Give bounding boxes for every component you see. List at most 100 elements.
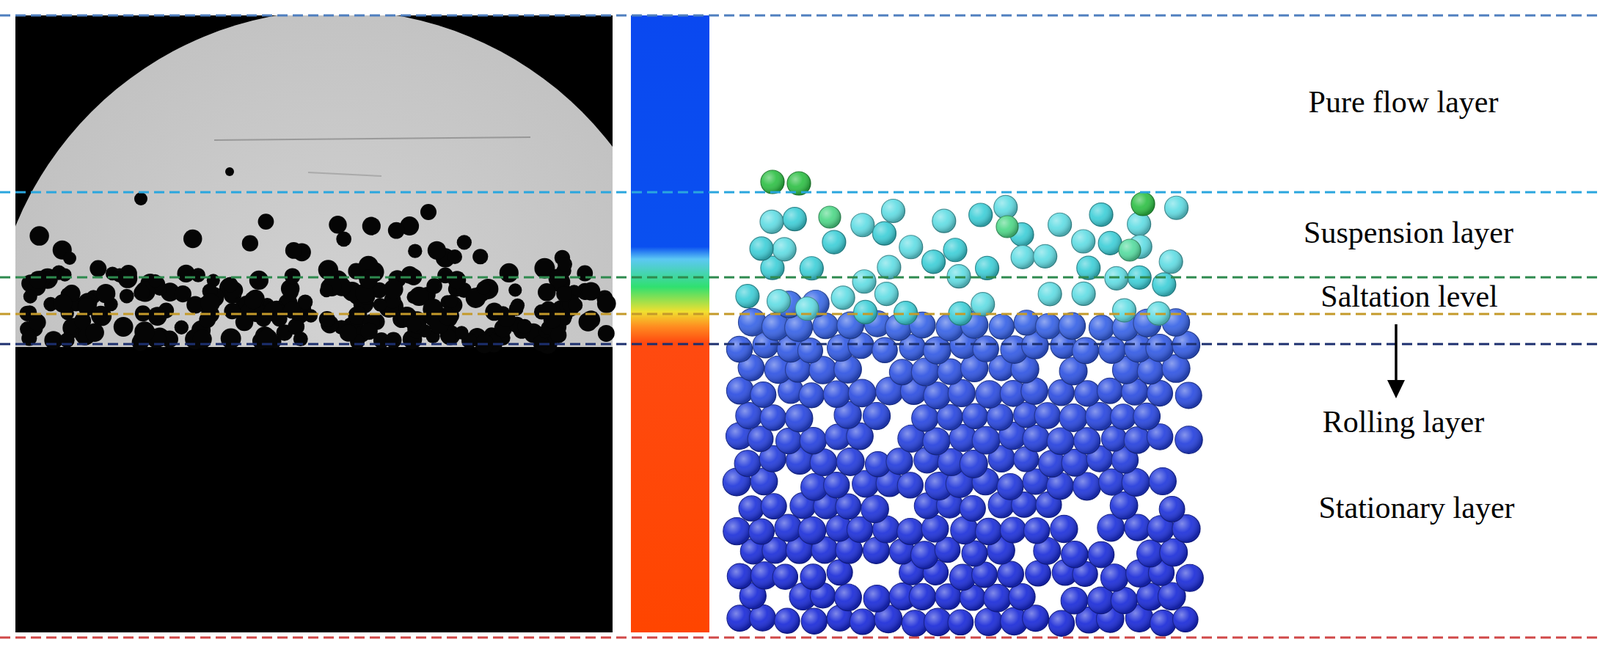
sphere-particle — [1101, 564, 1129, 592]
particle-shadow — [385, 331, 402, 348]
sphere-particle — [1076, 256, 1101, 280]
sphere-shading — [735, 284, 760, 309]
sphere-shading — [1061, 541, 1088, 568]
particle-shadow — [420, 203, 437, 221]
sphere-shading — [1071, 229, 1096, 254]
particle-shadow — [257, 328, 278, 349]
sphere-particle — [922, 427, 951, 455]
sphere-shading — [772, 564, 798, 590]
particle-shadow — [134, 192, 148, 206]
sphere-particle — [853, 300, 878, 324]
sphere-body — [772, 237, 796, 262]
particle-shadow — [190, 267, 206, 283]
sphere-body — [1072, 337, 1099, 364]
sphere-particle — [1073, 472, 1102, 501]
sphere-particle — [795, 297, 819, 321]
sphere-particle — [874, 282, 898, 306]
sphere-shading — [1159, 496, 1185, 523]
particle-shadow — [457, 234, 472, 250]
sphere-particle — [1060, 587, 1088, 615]
sphere-body — [1048, 212, 1072, 237]
sphere-particle — [797, 338, 823, 364]
sphere-shading — [1072, 337, 1099, 364]
sphere-particle — [1034, 402, 1061, 429]
sphere-body — [943, 238, 967, 262]
sphere-shading — [800, 564, 827, 590]
particle-shadow — [134, 321, 155, 342]
sphere-shading — [999, 517, 1026, 543]
sphere-body — [795, 297, 819, 321]
sphere-shading — [836, 448, 865, 477]
sphere-body — [908, 583, 936, 610]
sphere-body — [1159, 538, 1188, 567]
particle-shadow — [119, 289, 135, 304]
sphere-body — [1050, 514, 1078, 543]
sphere-shading — [798, 382, 824, 408]
sphere-shading — [760, 170, 785, 194]
direction-arrow — [1394, 324, 1398, 383]
sphere-body — [1048, 610, 1075, 637]
particle-shadow — [183, 229, 202, 248]
particle-shadow — [29, 225, 49, 246]
sphere-particle — [1071, 281, 1096, 306]
layer-boundary — [0, 636, 1600, 639]
sphere-body — [975, 380, 1003, 408]
particle-shadow — [174, 320, 189, 335]
sphere-shading — [1038, 282, 1062, 306]
sphere-particle — [1059, 404, 1088, 433]
sphere-particle — [1010, 245, 1035, 269]
sphere-particle — [726, 377, 754, 405]
sphere-shading — [723, 517, 751, 546]
sphere-body — [1159, 496, 1185, 523]
sphere-particle — [908, 583, 936, 610]
particle-shadow — [444, 294, 458, 309]
sphere-shading — [874, 282, 898, 306]
sphere-body — [899, 235, 923, 259]
sphere-body — [924, 608, 953, 637]
sphere-body — [723, 517, 751, 546]
sphere-body — [1164, 195, 1189, 220]
sphere-body — [1024, 517, 1050, 544]
sphere-shading — [943, 238, 967, 262]
sphere-shading — [1085, 402, 1114, 431]
sphere-body — [760, 404, 786, 431]
particle-shadow — [517, 319, 532, 334]
sphere-particle — [726, 335, 752, 362]
sphere-shading — [749, 236, 774, 261]
sphere-shading — [872, 221, 896, 246]
layer-boundary — [0, 343, 1600, 346]
sphere-shading — [863, 402, 891, 430]
sphere-body — [1101, 564, 1129, 592]
particle-shadow — [427, 241, 447, 260]
sphere-particle — [959, 450, 988, 479]
sphere-shading — [1098, 231, 1122, 255]
particle-shadow — [556, 286, 573, 303]
sphere-body — [996, 473, 1024, 501]
sphere-particle — [818, 206, 841, 229]
sphere-body — [767, 289, 791, 314]
sphere-particle — [1074, 380, 1101, 407]
sphere-body — [872, 337, 898, 363]
particle-shadow — [192, 329, 213, 349]
particle-shadow — [89, 260, 107, 278]
sphere-particle — [1048, 212, 1072, 237]
particle-shadow — [148, 306, 168, 326]
sphere-body — [969, 203, 993, 227]
sphere-body — [749, 236, 774, 261]
sphere-body — [897, 517, 924, 545]
particle-shadow — [242, 234, 259, 251]
sphere-shading — [831, 286, 855, 310]
sphere-particle — [734, 450, 761, 477]
particle-shadow — [388, 222, 405, 240]
sphere-particle — [1087, 541, 1114, 568]
sphere-body — [1088, 315, 1114, 341]
sphere-body — [1089, 203, 1113, 227]
sphere-shading — [1123, 426, 1151, 454]
layer-boundary — [0, 276, 1600, 279]
particle-shadow — [557, 256, 573, 272]
sphere-particle — [961, 540, 988, 567]
sphere-particle — [749, 236, 774, 261]
sphere-shading — [1076, 256, 1101, 280]
sphere-shading — [959, 495, 986, 522]
sphere-body — [738, 495, 764, 521]
